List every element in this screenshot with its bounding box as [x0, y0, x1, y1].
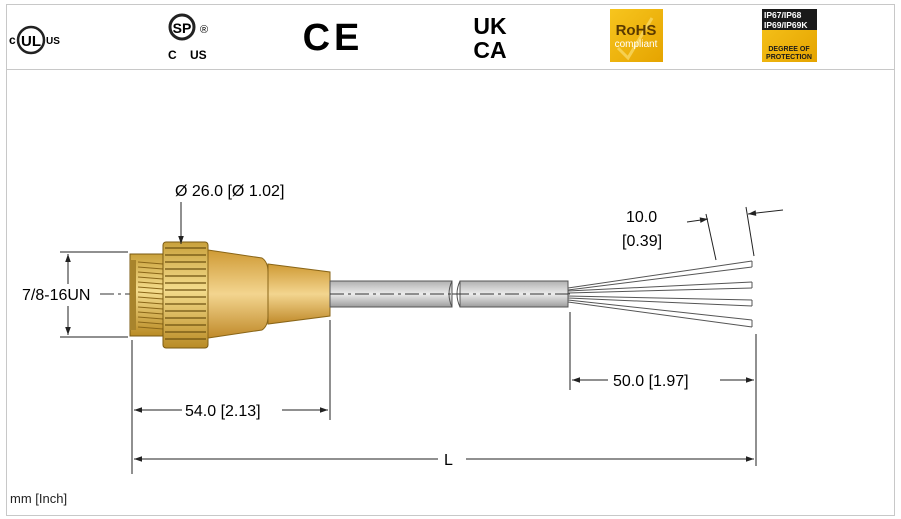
strip-length-inch: [0.39]	[622, 233, 662, 250]
csa-right-label: US	[190, 48, 207, 62]
diameter-label: Ø 26.0 [Ø 1.02]	[175, 183, 284, 200]
molded-body	[207, 249, 331, 339]
stripped-wires	[567, 260, 753, 328]
ukca-line1: UK	[473, 13, 507, 39]
ul-logo: c UL US	[9, 25, 60, 55]
connector-length-dimension	[131, 320, 331, 474]
csa-registered: ®	[200, 24, 208, 36]
ul-mark: UL	[21, 33, 41, 50]
ip-rating-logo: IP67/IP68 IP69/IP69K DEGREE OF PROTECTIO…	[762, 9, 817, 62]
cable	[329, 280, 569, 308]
total-length-label: L	[444, 452, 453, 469]
ukca-line2: CA	[473, 37, 506, 63]
frame-bottom-edge	[6, 515, 895, 516]
thread-label: 7/8-16UN	[22, 287, 90, 304]
certification-strip	[6, 4, 895, 70]
strip-length-value: 10.0	[626, 209, 657, 226]
knurled-nut	[162, 241, 209, 349]
ul-left-label: c	[9, 33, 16, 47]
ip-line3: DEGREE OF	[768, 46, 810, 53]
csa-left-label: C	[168, 48, 177, 62]
ukca-logo: UK CA	[473, 13, 507, 63]
frame-right-edge	[894, 4, 895, 516]
ip-line4: PROTECTION	[766, 54, 812, 61]
rohs-subtitle: compliant	[615, 39, 658, 50]
threaded-coupling	[129, 253, 164, 337]
wire-length-label: 50.0 [1.97]	[613, 373, 689, 390]
connector-length-label: 54.0 [2.13]	[185, 403, 261, 420]
units-label: mm [Inch]	[10, 491, 68, 506]
csa-logo: SP ® C US	[168, 13, 208, 62]
rohs-logo: RoHS compliant	[610, 9, 663, 62]
wire-length-dimension	[569, 312, 757, 466]
ul-right-label: US	[46, 36, 60, 47]
ce-logo: CE	[303, 17, 364, 59]
thread-dimension	[60, 251, 128, 338]
strip-length-dimension	[686, 206, 784, 261]
ce-mark: CE	[303, 17, 364, 59]
frame-left-edge	[6, 4, 7, 516]
ip-line1: IP67/IP68	[764, 10, 802, 20]
rohs-title: RoHS	[616, 22, 657, 39]
ip-line2: IP69/IP69K	[764, 20, 808, 30]
csa-mark: SP	[173, 20, 192, 36]
